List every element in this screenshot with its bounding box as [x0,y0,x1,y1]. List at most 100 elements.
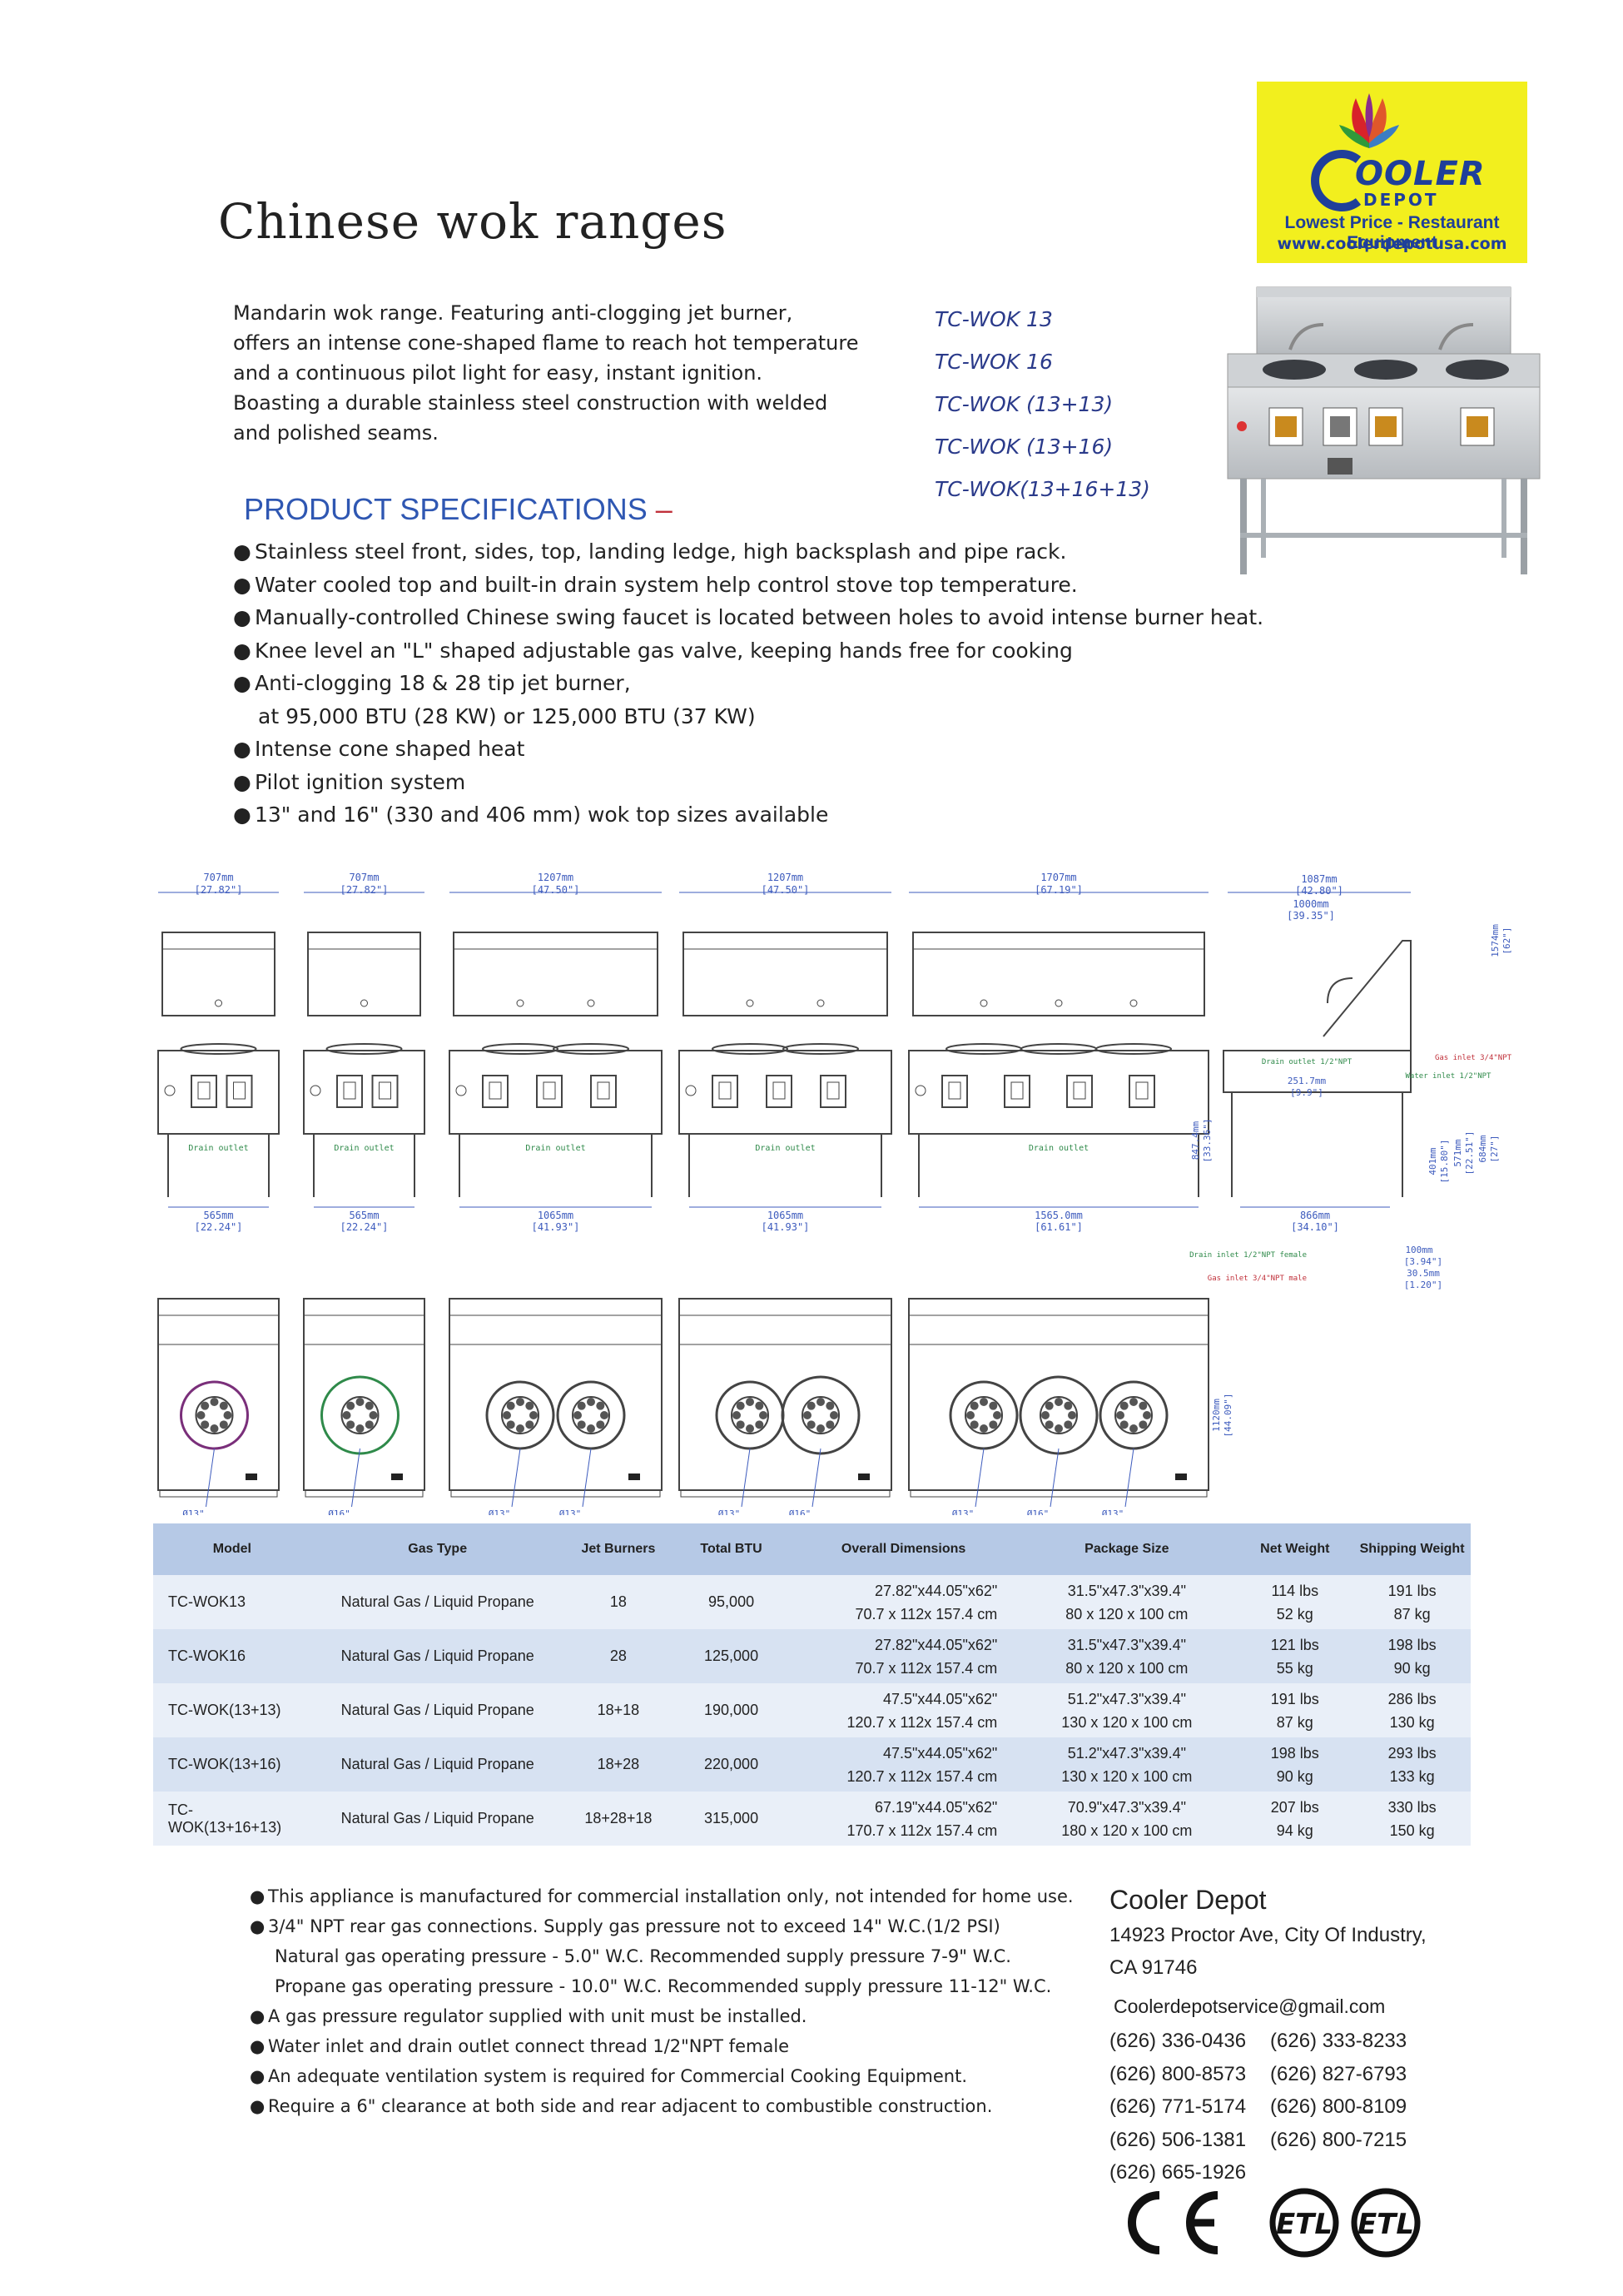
wok-hole [946,1043,1022,1055]
note-item: ●A gas pressure regulator supplied with … [250,2001,1090,2031]
cell-package-size-line: 51.2"x47.3"x39.4" [1067,1744,1186,1762]
cell-package-size-line: 130 x 120 x 100 cm [1061,1713,1193,1731]
burner-jet [506,1401,515,1410]
burner-jet [826,1420,835,1429]
cell-shipping-weight-line: 286 lbs [1387,1690,1437,1707]
drawing-line [680,1489,891,1498]
intro-line: and a continuous pilot light for easy, i… [233,361,763,385]
cell-package-size: 31.5"x47.3"x39.4"80 x 120 x 100 cm [1017,1575,1237,1629]
phone-number[interactable]: (626) 665-1926 [1109,2161,1247,2184]
cell-gas-type-line: Natural Gas / Liquid Propane [340,1810,534,1826]
cell-overall-dimensions-line: 120.7 x 112x 157.4 cm [846,1713,998,1731]
top-view-body [449,1298,663,1491]
phone-number[interactable]: (626) 800-8573 [1109,2062,1247,2085]
burner-jet [993,1411,1001,1419]
logo-tagline: Lowest Price - Restaurant Equipment [1284,213,1500,252]
valve-knob [379,1081,391,1100]
side-body [1223,1050,1412,1093]
cell-package-size-line: 51.2"x47.3"x39.4" [1067,1690,1186,1707]
model-item: TC-WOK (13+13) [935,392,1114,416]
spec-text: Intense cone shaped heat [255,737,525,761]
side-drain-mm-label: 251.7mm [1288,1076,1327,1086]
valve-panel [336,1075,363,1108]
drain-outlet-label: Drain outlet [755,1144,815,1153]
base-in-label: [61.61"] [1035,1221,1083,1233]
cell-gas-type-line: Natural Gas / Liquid Propane [340,1756,534,1772]
col-header-jet-burners: Jet Burners [563,1523,673,1575]
phone-number[interactable]: (626) 827-6793 [1270,2062,1407,2085]
burner-jet [529,1411,538,1419]
phone-number[interactable]: (626) 336-0436 [1109,2030,1247,2052]
table-row: TC-WOK(13+16+13)Natural Gas / Liquid Pro… [153,1792,1471,1846]
wok-hole [482,1043,558,1055]
bullet-icon: ● [233,638,251,663]
cell-jet-burners-line: 18+28+18 [584,1810,653,1826]
cell-model-line: TC-WOK(13+16) [168,1756,281,1772]
faucet-icon [1129,999,1138,1007]
burner-jet [577,1401,586,1410]
faucet-icon [587,999,595,1007]
cell-shipping-weight-line: 87 kg [1393,1605,1431,1623]
top-depth-mm-label: 1120mm [1211,1399,1222,1432]
cell-overall-dimensions-line: 70.7 x 112x 157.4 cm [855,1659,998,1677]
spec-item: ●Stainless steel front, sides, top, land… [233,535,1282,569]
pilot-icon [455,1085,467,1096]
phone-number[interactable]: (626) 800-8109 [1270,2095,1407,2118]
base-in-label: [22.24"] [195,1221,243,1233]
bullet-icon: ● [250,1886,266,1906]
email-link[interactable]: Coolerdepotservice@gmail.com [1114,1995,1386,2017]
etl-listed-icon: ETL [1269,2188,1339,2258]
diameter-leader [206,1448,215,1508]
bullet-icon: ● [233,539,251,564]
spec-item: ●Water cooled top and built-in drain sys… [233,569,1282,602]
phone-number[interactable]: (626) 771-5174 [1109,2095,1247,2118]
burner-jet [201,1420,210,1429]
certification-marks: ETL ETL [1128,2188,1421,2258]
width-in-label: [47.50"] [762,884,810,896]
wok-diameter-label: Ø13" [952,1508,975,1515]
cell-overall-dimensions-line: 47.5"x44.05"x62" [883,1744,998,1762]
drawing-line [910,1489,1208,1498]
company-name: Cooler Depot [1109,1885,1267,1915]
burner-jet [503,1411,511,1419]
base-mm-label: 565mm [349,1210,379,1221]
table-row: TC-WOK(13+16) Natural Gas / Liquid Propan… [153,1737,1471,1792]
phone-number[interactable]: (626) 800-7215 [1270,2128,1407,2151]
specifications-heading: PRODUCT SPECIFICATIONS – [244,492,673,527]
drawing-line [858,1474,870,1480]
cell-gas-type-line: Natural Gas / Liquid Propane [340,1702,534,1718]
vertical-dim-in-label: [33.36"] [1202,1119,1213,1163]
burner-jet [736,1401,745,1410]
page-title: Chinese wok ranges [218,193,727,250]
diameter-leader [1124,1448,1134,1508]
side-water-inlet-label: Water inlet 1/2"NPT [1406,1072,1492,1081]
phone-row: (626) 336-0436 (626) 333-8233 [1109,2025,1576,2058]
range-body [678,1050,892,1135]
burner-jet [989,1420,998,1429]
diameter-leader [975,1448,985,1508]
cell-package-size-line: 31.5"x47.3"x39.4" [1067,1582,1186,1599]
note-text: 3/4" NPT rear gas connections. Supply ga… [268,1916,1000,1936]
burner-icon [802,1396,840,1434]
wok-hole [1020,1043,1097,1055]
side-depth-in-label: [42.80"] [1295,885,1343,897]
wok-ring [556,1380,626,1450]
cell-net-weight-line: 121 lbs [1270,1636,1319,1653]
cell-overall-dimensions-line: 67.19"x44.05"x62" [875,1798,998,1816]
note-text: A gas pressure regulator supplied with u… [268,2006,807,2026]
cell-overall-dimensions-line: 47.5"x44.05"x62" [883,1690,998,1707]
note-text: Require a 6" clearance at both side and … [268,2096,993,2116]
valve-panel [941,1075,968,1108]
cell-net-weight-line: 207 lbs [1270,1798,1319,1816]
cell-shipping-weight-line: 191 lbs [1387,1582,1437,1599]
cell-shipping-weight-line: 198 lbs [1387,1636,1437,1653]
phone-number[interactable]: (626) 333-8233 [1270,2030,1407,2052]
spec-item: ●Intense cone shaped heat [233,733,1282,766]
phone-number[interactable]: (626) 506-1381 [1109,2128,1247,2151]
bullet-icon: ● [233,737,251,761]
